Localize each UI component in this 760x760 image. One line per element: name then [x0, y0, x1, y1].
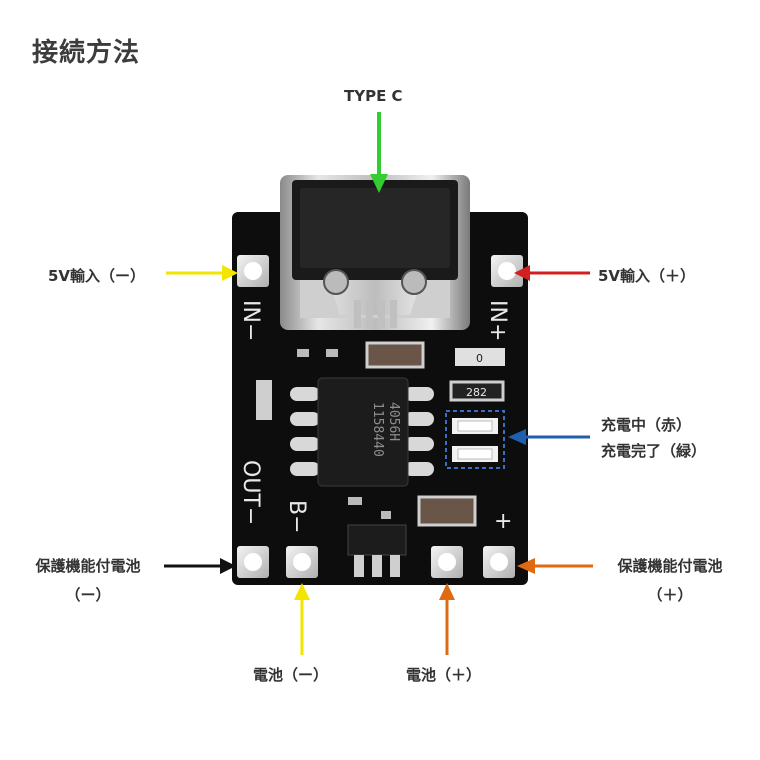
- cap-mark: 0: [476, 352, 483, 365]
- input-minus-pad: [237, 255, 269, 287]
- b-minus-pad: [286, 546, 318, 578]
- charger-ic-4056: [317, 377, 409, 487]
- battery-plus-arrow: [439, 583, 455, 655]
- tiny-part-b: [326, 349, 338, 357]
- chip-marking-1: 4056H: [386, 402, 401, 441]
- protected-battery-plus-line2: （＋）: [647, 586, 693, 604]
- protection-mosfet: [347, 524, 407, 577]
- protected-battery-minus-line1: 保護機能付電池: [35, 557, 141, 575]
- bottom-tiny-part-2: [381, 511, 391, 519]
- top-resistor: [365, 341, 425, 369]
- battery-plus-label: 電池（＋）: [406, 666, 482, 684]
- silk-in-plus: IN+: [485, 300, 510, 341]
- chip-pins: [290, 387, 434, 476]
- left-smd: [256, 380, 272, 420]
- type-c-arrow: [370, 112, 388, 193]
- input-minus-label: 5V輸入（ー）: [48, 267, 146, 285]
- out-minus-pad: [237, 546, 269, 578]
- out-plus-pad: [483, 546, 515, 578]
- battery-minus-label: 電池（ー）: [253, 666, 329, 684]
- marked-resistor: [449, 380, 505, 402]
- input-minus-arrow: [166, 265, 238, 281]
- chip-marking-2: 1158440: [370, 402, 385, 457]
- small-cap: [455, 348, 505, 366]
- silk-out-minus: OUT−: [238, 460, 263, 525]
- protected-battery-minus-arrow: [164, 558, 236, 574]
- type-c-label: TYPE C: [344, 87, 403, 105]
- protected-battery-minus-line2: （ー）: [65, 586, 111, 604]
- protected-battery-minus-label: 保護機能付電池 （ー）: [18, 555, 158, 605]
- page-title: 接続方法: [32, 38, 141, 68]
- tiny-part-a: [297, 349, 309, 357]
- bottom-tiny-part: [348, 497, 362, 505]
- charged-led-label: 充電完了（緑）: [601, 442, 707, 460]
- silk-b-minus: B−: [284, 500, 309, 534]
- silk-in-minus: IN−: [238, 300, 263, 341]
- usb-c-connector: [280, 175, 470, 330]
- status-leds: [445, 410, 505, 469]
- bottom-resistor: [417, 495, 477, 527]
- led-arrow: [508, 429, 590, 445]
- input-plus-pad: [491, 255, 523, 287]
- input-plus-arrow: [514, 265, 590, 281]
- b-plus-pad: [431, 546, 463, 578]
- protected-battery-plus-line1: 保護機能付電池: [617, 557, 723, 575]
- protected-battery-plus-arrow: [517, 558, 593, 574]
- resistor-mark: 282: [466, 386, 487, 399]
- battery-minus-arrow: [294, 583, 310, 655]
- charging-led-label: 充電中（赤）: [601, 416, 692, 434]
- silk-plus: +: [494, 509, 512, 534]
- input-plus-label: 5V輸入（＋）: [598, 267, 696, 285]
- protected-battery-plus-label: 保護機能付電池 （＋）: [600, 555, 740, 605]
